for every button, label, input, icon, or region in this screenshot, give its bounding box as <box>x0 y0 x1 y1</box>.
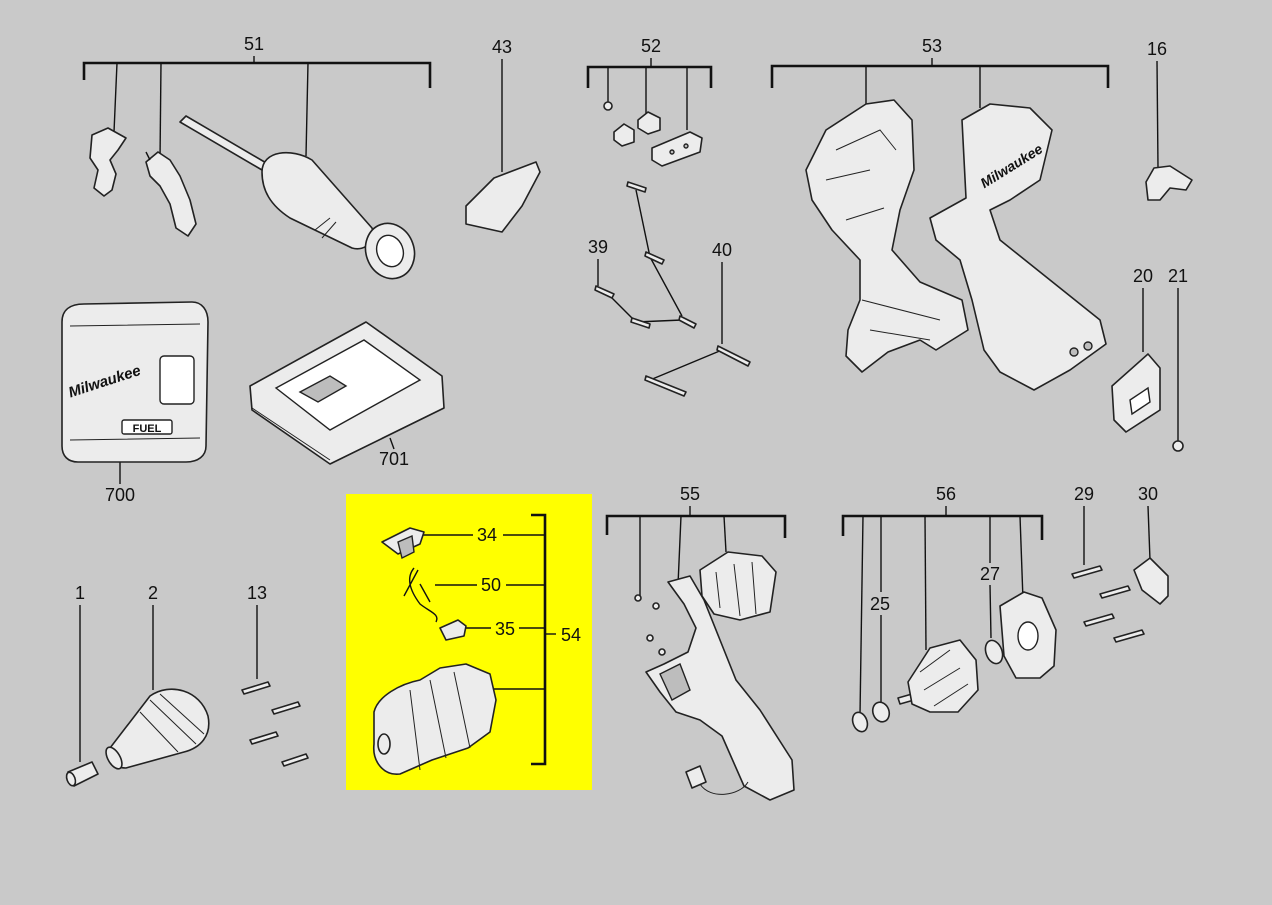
label-55[interactable]: 55 <box>680 484 700 504</box>
label-53[interactable]: 53 <box>922 36 942 56</box>
case-badge-text: FUEL <box>133 423 162 435</box>
label-2[interactable]: 2 <box>148 583 158 603</box>
side-handle-icon <box>89 115 416 280</box>
label-21[interactable]: 21 <box>1168 266 1188 286</box>
switch-parts-icon <box>603 101 703 167</box>
housing-shell-icon: Milwaukee <box>805 99 1107 391</box>
label-52[interactable]: 52 <box>641 36 661 56</box>
motor-rotor-icon <box>851 591 1057 733</box>
group-bracket-52 <box>586 58 713 130</box>
electronics-module-icon <box>634 551 795 801</box>
label-13[interactable]: 13 <box>247 583 267 603</box>
screw-icon <box>1071 565 1145 643</box>
group-bracket-51 <box>82 56 432 161</box>
group-bracket-54 <box>423 513 556 766</box>
group-bracket-55 <box>605 506 787 596</box>
leader-lines <box>79 59 1179 762</box>
fuel-gauge-icon <box>1111 353 1184 452</box>
screw-icon <box>594 181 751 397</box>
label-16[interactable]: 16 <box>1147 39 1167 59</box>
gearbox-icon <box>373 527 497 775</box>
label-20[interactable]: 20 <box>1133 266 1153 286</box>
label-34[interactable]: 34 <box>477 525 497 545</box>
label-29[interactable]: 29 <box>1074 484 1094 504</box>
label-50[interactable]: 50 <box>481 575 501 595</box>
label-39[interactable]: 39 <box>588 237 608 257</box>
screw-icon <box>241 681 309 767</box>
pad-icon <box>465 161 541 233</box>
label-43[interactable]: 43 <box>492 37 512 57</box>
label-701[interactable]: 701 <box>379 449 409 469</box>
drill-chuck-icon <box>65 688 210 787</box>
label-27[interactable]: 27 <box>980 564 1000 584</box>
motor-plate-icon <box>1133 557 1169 605</box>
label-25[interactable]: 25 <box>870 594 890 614</box>
label-30[interactable]: 30 <box>1138 484 1158 504</box>
label-56[interactable]: 56 <box>936 484 956 504</box>
part-labels: 51 43 52 53 16 39 40 20 21 702 701 700 5… <box>75 34 1188 645</box>
label-35[interactable]: 35 <box>495 619 515 639</box>
label-51[interactable]: 51 <box>244 34 264 54</box>
group-bracket-56 <box>841 506 1044 716</box>
label-40[interactable]: 40 <box>712 240 732 260</box>
belt-clip-icon <box>1145 165 1193 201</box>
label-1[interactable]: 1 <box>75 583 85 603</box>
label-54[interactable]: 54 <box>561 625 581 645</box>
label-700[interactable]: 700 <box>105 485 135 505</box>
carry-case-icon: Milwaukee FUEL <box>61 301 209 463</box>
case-insert-icon <box>249 321 445 465</box>
group-bracket-53 <box>770 58 1110 108</box>
